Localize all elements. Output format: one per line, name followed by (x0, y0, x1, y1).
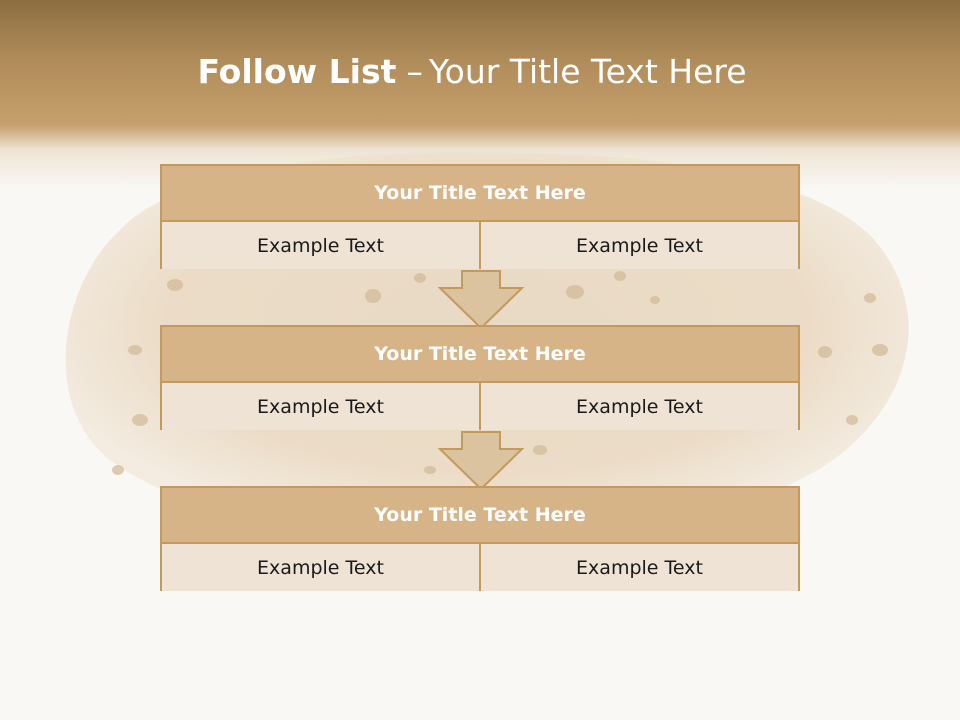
block-cell-left: Example Text (162, 222, 479, 269)
slide-title: Follow List–Your Title Text Here (0, 52, 944, 91)
down-arrow-icon (438, 431, 524, 491)
list-block-1: Your Title Text Here Example Text Exampl… (160, 164, 800, 269)
block-cell-left: Example Text (162, 383, 479, 430)
block-row: Example Text Example Text (162, 222, 798, 269)
slide-title-separator: – (406, 52, 423, 91)
block-title: Your Title Text Here (162, 166, 798, 222)
block-row: Example Text Example Text (162, 544, 798, 591)
block-cell-left: Example Text (162, 544, 479, 591)
block-row: Example Text Example Text (162, 383, 798, 430)
list-block-3: Your Title Text Here Example Text Exampl… (160, 486, 800, 591)
block-cell-right: Example Text (479, 383, 798, 430)
block-title: Your Title Text Here (162, 488, 798, 544)
list-block-2: Your Title Text Here Example Text Exampl… (160, 325, 800, 430)
down-arrow-icon (438, 270, 524, 330)
block-cell-right: Example Text (479, 544, 798, 591)
slide-title-rest: Your Title Text Here (428, 52, 747, 91)
block-title: Your Title Text Here (162, 327, 798, 383)
slide-title-bold: Follow List (197, 52, 397, 91)
block-cell-right: Example Text (479, 222, 798, 269)
